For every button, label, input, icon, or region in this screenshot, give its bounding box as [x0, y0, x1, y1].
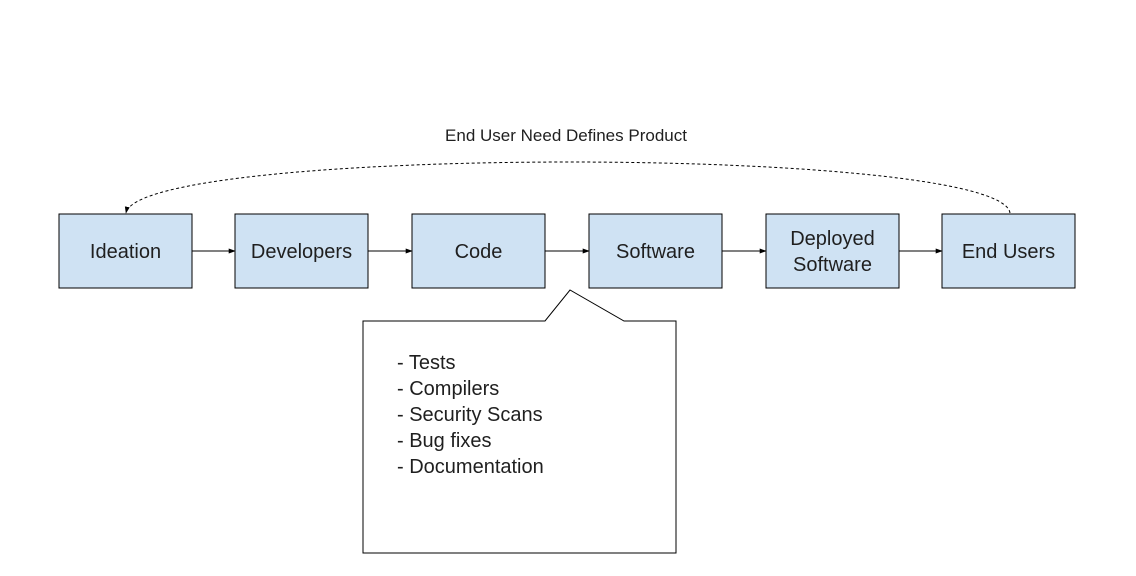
node-label: Software — [616, 241, 695, 263]
node-box — [765, 213, 900, 289]
callout-item: - Bug fixes — [397, 430, 491, 452]
node-box — [58, 213, 193, 289]
node-label: Deployed — [790, 228, 875, 250]
callout-box — [362, 289, 677, 554]
node-software: Software — [588, 213, 723, 289]
node-developers: Developers — [234, 213, 369, 289]
node-label: Developers — [251, 241, 352, 263]
feedback-loop-arrow — [124, 161, 1011, 214]
node-box — [588, 213, 723, 289]
node-label: Ideation — [90, 241, 161, 263]
node-box — [411, 213, 546, 289]
feedback-loop-label: End User Need Defines Product — [445, 126, 687, 145]
node-end-users: End Users — [941, 213, 1076, 289]
node-ideation: Ideation — [58, 213, 193, 289]
node-label: Code — [455, 241, 503, 263]
callout-items: - Tests - Compilers - Security Scans - Bug … — [397, 352, 544, 478]
callout-item: - Documentation — [397, 456, 544, 478]
node-box — [234, 213, 369, 289]
node-label: End Users — [962, 241, 1055, 263]
callout-item: - Security Scans — [397, 404, 543, 426]
node-box — [941, 213, 1076, 289]
node-label: Software — [793, 254, 872, 276]
callout-item: - Tests — [397, 352, 456, 374]
callout-item: - Compilers — [397, 378, 499, 400]
node-code: Code — [411, 213, 546, 289]
